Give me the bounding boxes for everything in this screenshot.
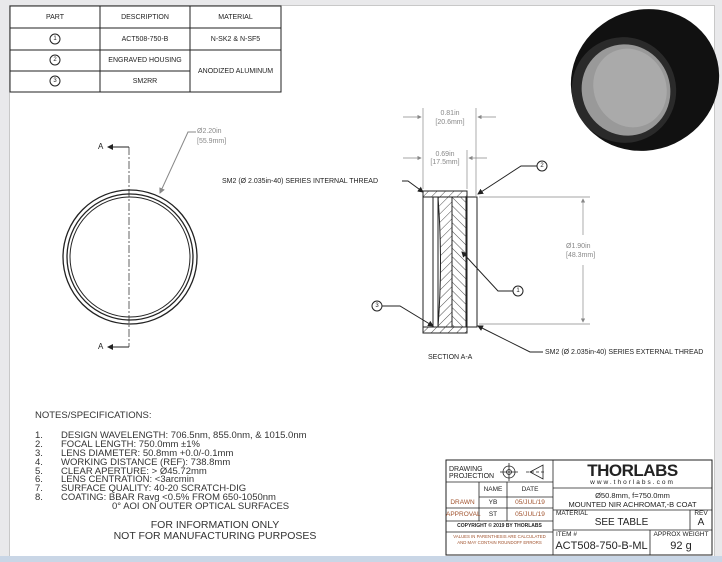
parts-header-material: MATERIAL — [218, 14, 253, 21]
drawn-name: YB — [488, 499, 498, 506]
approval-label: APPROVAL — [446, 511, 481, 518]
note-item: 4. WORKING DISTANCE (REF): 738.8mm — [35, 456, 230, 468]
dim-inner-mm: [17.5mm] — [430, 159, 460, 166]
note-number: 1. — [35, 430, 43, 441]
section-marker-bottom: A — [98, 342, 104, 351]
material-label: MATERIAL — [556, 510, 589, 517]
dim-overall-in: 0.81in — [440, 110, 460, 117]
note-text: COATING: BBAR Ravg <0.5% FROM 650-1050nm — [61, 492, 276, 504]
note-number: 5. — [35, 465, 43, 477]
parts-table-grid — [9, 5, 282, 93]
balloon-2: 2 — [540, 163, 544, 169]
item-label: ITEM # — [556, 531, 577, 538]
note-item: 8. COATING: BBAR Ravg <0.5% FROM 650-1050… — [35, 492, 276, 504]
rev-label: REV — [694, 510, 708, 517]
rev-value: A — [697, 517, 705, 528]
part-number: 2 — [53, 57, 57, 63]
part-material: ANODIZED ALUMINUM — [197, 68, 274, 75]
copyright: COPYRIGHT © 2019 BY THORLABS — [457, 523, 542, 529]
note-item: 6. LENS CENTRATION: <3arcmin — [35, 474, 194, 486]
note-item: 2. FOCAL LENGTH: 750.0mm ±1% — [35, 438, 200, 450]
section-view — [371, 108, 590, 353]
viewer-bottom-bar — [0, 556, 722, 562]
note-text: WORKING DISTANCE (REF): 738.8mm — [61, 456, 231, 468]
note-number: 4. — [35, 456, 43, 468]
balloon-3: 3 — [375, 303, 379, 309]
note-8-continued: 0° AOI ON OUTER OPTICAL SURFACES — [112, 501, 290, 512]
balloon-1: 1 — [516, 288, 520, 294]
drawn-date: 05/JUL/19 — [515, 499, 545, 506]
weight-value: 92 g — [670, 540, 692, 552]
parts-header-description: DESCRIPTION — [121, 14, 169, 21]
note-item: 1. DESIGN WAVELENGTH: 706.5nm, 855.0nm, &… — [35, 430, 307, 441]
dim-inner-in: 0.69in — [435, 151, 455, 158]
internal-thread-callout: SM2 (Ø 2.035in-40) SERIES INTERNAL THREA… — [222, 178, 378, 185]
values-note-2: AND MAY CONTAIN ROUNDOFF ERRORS — [457, 540, 542, 545]
part-number: 1 — [53, 36, 57, 42]
note-text: LENS DIAMETER: 50.8mm +0.0/-0.1mm — [61, 447, 234, 459]
note-text: FOCAL LENGTH: 750.0mm ±1% — [61, 438, 200, 450]
front-view — [62, 131, 198, 350]
front-diameter-mm: [55.9mm] — [197, 138, 227, 145]
date-header: DATE — [521, 486, 539, 493]
description-line-1: Ø50.8mm, f=750.0mm — [595, 491, 670, 500]
website: www.thorlabs.com — [590, 479, 675, 486]
lens-mount-image — [570, 9, 720, 151]
note-text: SURFACE QUALITY: 40-20 SCRATCH-DIG — [61, 483, 247, 495]
drawn-label: DRAWN — [450, 499, 475, 506]
weight-label: APPROX WEIGHT — [653, 531, 709, 538]
notes-heading: NOTES/SPECIFICATIONS: — [35, 410, 152, 421]
dim-diameter-mm: [48.3mm] — [566, 252, 596, 259]
note-number: 6. — [35, 474, 43, 486]
external-thread-callout: SM2 (Ø 2.035in-40) SERIES EXTERNAL THREA… — [545, 349, 704, 356]
values-note-1: VALUES IN PARENTHESIS ARE CALCULATED — [453, 534, 546, 539]
parts-header-part: PART — [45, 14, 65, 21]
part-description: SM2RR — [132, 78, 158, 85]
section-marker-top: A — [98, 142, 104, 151]
note-number: 2. — [35, 438, 43, 450]
part-material: N-SK2 & N-SF5 — [210, 36, 261, 43]
notes-list: 1. DESIGN WAVELENGTH: 706.5nm, 855.0nm, &… — [35, 430, 307, 504]
title-block-grid — [445, 459, 713, 556]
note-text: CLEAR APERTURE: > Ø45.72mm — [61, 465, 207, 477]
note-item: 5. CLEAR APERTURE: > Ø45.72mm — [35, 465, 207, 477]
part-number: 3 — [53, 78, 57, 84]
drawing-projection-label: DRAWING PROJECTION — [449, 466, 495, 480]
approval-date: 05/JUL/19 — [515, 511, 545, 518]
part-description: ENGRAVED HOUSING — [108, 57, 182, 64]
material-value: SEE TABLE — [594, 517, 649, 528]
front-diameter-in: Ø2.20in — [197, 128, 222, 135]
section-title: SECTION A-A — [428, 354, 473, 361]
item-value: ACT508-750-B-ML — [555, 540, 648, 552]
thorlabs-logo: THORLABS — [587, 461, 678, 480]
note-text: LENS CENTRATION: <3arcmin — [61, 474, 195, 486]
note-number: 7. — [35, 483, 43, 495]
note-text: DESIGN WAVELENGTH: 706.5nm, 855.0nm, & 1… — [61, 430, 307, 441]
disclaimer-line-1: FOR INFORMATION ONLY — [150, 519, 280, 531]
note-number: 8. — [35, 492, 43, 504]
note-item: 7. SURFACE QUALITY: 40-20 SCRATCH-DIG — [35, 483, 246, 495]
dim-diameter-in: Ø1.90in — [566, 243, 591, 250]
dim-overall-mm: [20.6mm] — [435, 119, 465, 126]
part-description: ACT508-750-B — [121, 36, 169, 43]
note-item: 3. LENS DIAMETER: 50.8mm +0.0/-0.1mm — [35, 447, 233, 459]
disclaimer-line-2: NOT FOR MANUFACTURING PURPOSES — [113, 530, 317, 542]
note-number: 3. — [35, 447, 43, 459]
name-header: NAME — [483, 486, 503, 493]
description-line-2: MOUNTED NIR ACHROMAT,-B COAT — [568, 500, 697, 509]
approval-name: ST — [488, 511, 498, 518]
